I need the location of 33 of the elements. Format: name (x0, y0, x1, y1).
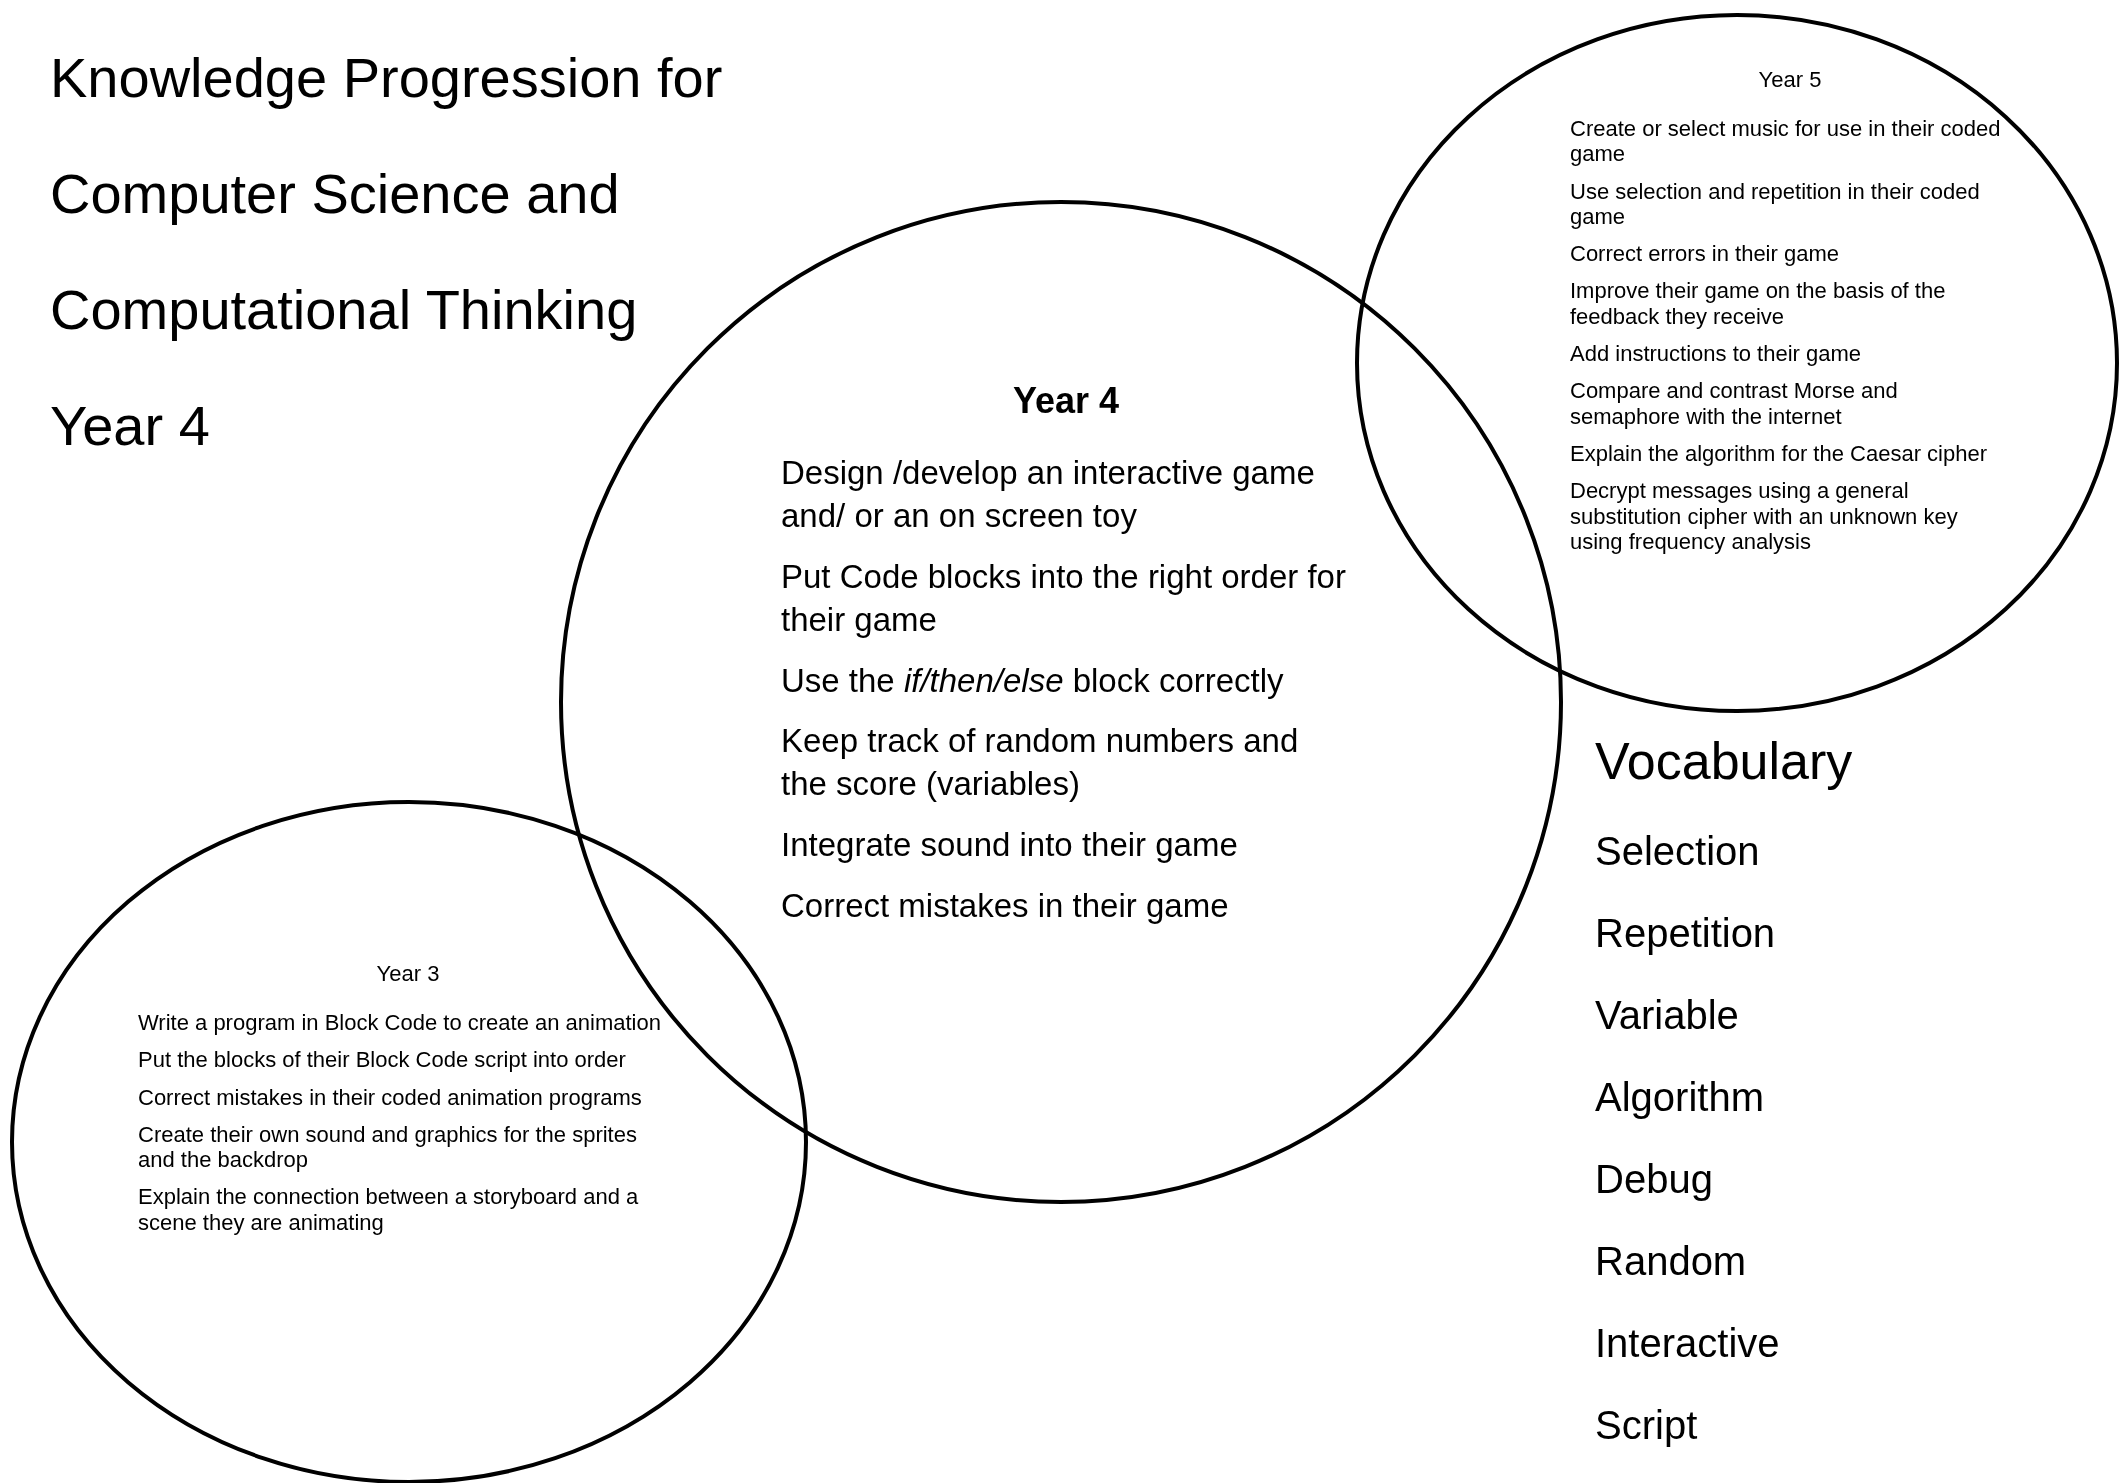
year-heading: Year 3 (376, 960, 440, 988)
year-heading: Year 4 (1012, 379, 1120, 423)
vocabulary-word: Algorithm (1595, 1074, 1765, 1122)
objective-text: Create or select music for use in their coded game (1570, 116, 2002, 167)
vocabulary-heading: Vocabulary (1595, 731, 1853, 792)
vocabulary-word: Interactive (1595, 1320, 1781, 1368)
year-heading: Year 5 (1758, 66, 1822, 94)
objective-text: Compare and contrast Morse and semaphore with the internet (1570, 378, 1899, 429)
objective-text: Put Code blocks into the right order for their game (781, 556, 1347, 640)
objective-text: Create their own sound and graphics for the sprites and the backdrop (138, 1121, 638, 1173)
objective-text: Correct mistakes in their game (781, 886, 1230, 927)
venn-circle (1357, 15, 2117, 711)
diagram-title: Knowledge Progression for Computer Science and Computational Thinking Year 4 (50, 45, 724, 459)
vocabulary-word: Script (1595, 1402, 1699, 1450)
vocabulary-word: Random (1595, 1238, 1748, 1286)
objective-text: Correct errors in their game (1570, 241, 1840, 267)
objective-text: Put the blocks of their Block Code script into order (138, 1047, 627, 1073)
objective-text: Improve their game on the basis of the feedback they receive (1570, 278, 1947, 330)
vocabulary-word: Repetition (1595, 910, 1777, 958)
objective-text: Add instructions to their game (1570, 341, 1863, 367)
objective-text: Design /develop an interactive game and/ or an on screen toy (781, 453, 1316, 536)
objective-text: Use the if/then/else block correctly (781, 660, 1285, 701)
objective-text: Use selection and repetition in their coded game (1570, 178, 1981, 230)
objective-text: Write a program in Block Code to create an animation (138, 1010, 662, 1036)
objective-text: Explain the algorithm for the Caesar cipher (1570, 440, 1988, 467)
objective-text: Explain the connection between a storyboard and a scene they are animating (138, 1184, 640, 1236)
objective-text: Correct mistakes in their coded animation programs (138, 1084, 643, 1110)
vocabulary-word: Selection (1595, 828, 1761, 876)
objective-text: Decrypt messages using a general substitution cipher with an unknown key using frequency analysis (1570, 478, 1959, 555)
objective-text: Integrate sound into their game (781, 825, 1239, 866)
vocabulary-word: Variable (1595, 992, 1740, 1040)
objective-text: Keep track of random numbers and the score (variables) (781, 721, 1300, 805)
vocabulary-word: Debug (1595, 1156, 1714, 1204)
